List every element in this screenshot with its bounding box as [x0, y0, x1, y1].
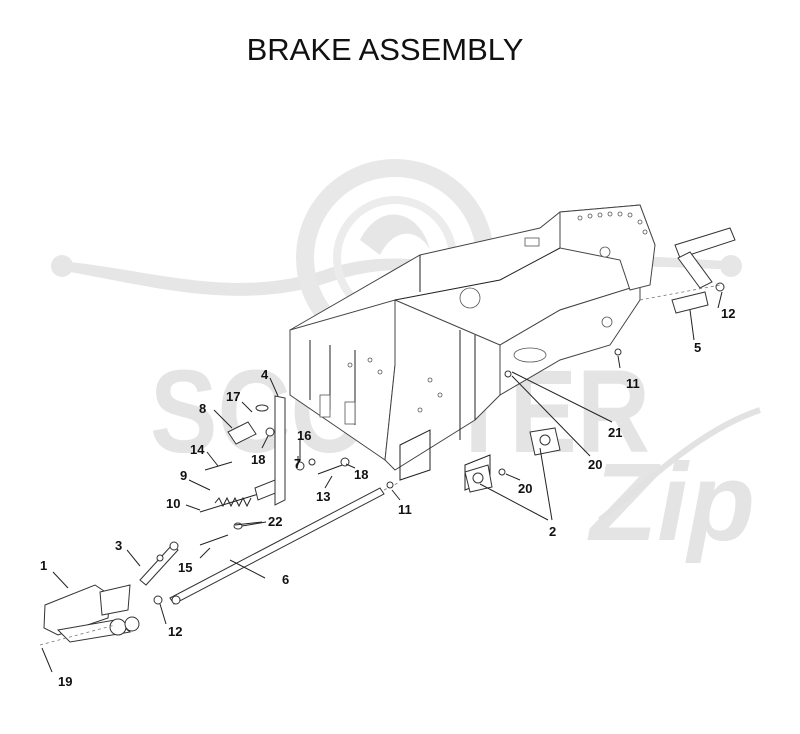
callout-2: 2 [549, 524, 556, 539]
callout-22: 22 [268, 514, 282, 529]
linkage [139, 541, 179, 586]
chassis-frame [289, 204, 656, 491]
callout-12b: 12 [168, 624, 182, 639]
brake-pedal [39, 584, 163, 646]
hardware [295, 348, 622, 489]
callout-9: 9 [180, 468, 187, 483]
callout-11a: 11 [626, 376, 640, 391]
callout-16: 16 [297, 428, 311, 443]
callout-3: 3 [115, 538, 122, 553]
brake-rod [169, 481, 401, 605]
callout-19: 19 [58, 674, 72, 689]
callout-1: 1 [40, 558, 47, 573]
callout-13: 13 [316, 489, 330, 504]
callout-15: 15 [178, 560, 192, 575]
callout-18b: 18 [354, 467, 368, 482]
callout-10: 10 [166, 496, 180, 511]
callout-11b: 11 [398, 502, 412, 517]
callout-14: 14 [190, 442, 205, 457]
callout-5: 5 [694, 340, 701, 355]
callout-20b: 20 [518, 481, 532, 496]
callout-4: 4 [261, 367, 269, 382]
callout-21: 21 [608, 425, 622, 440]
page-title: BRAKE ASSEMBLY [246, 32, 524, 67]
callouts: 1 2 3 4 5 6 7 8 9 10 11 11 12 12 13 14 1… [40, 306, 735, 689]
callout-18a: 18 [251, 452, 265, 467]
callout-17: 17 [226, 389, 240, 404]
callout-7: 7 [294, 456, 301, 471]
callout-20a: 20 [588, 457, 602, 472]
callout-6: 6 [282, 572, 289, 587]
flange-bearings [464, 427, 561, 493]
callout-12a: 12 [721, 306, 735, 321]
callout-8: 8 [199, 401, 206, 416]
bracket [227, 395, 286, 506]
leader-lines [41, 291, 723, 673]
right-pedal [639, 227, 736, 314]
spring-assembly [199, 461, 279, 546]
